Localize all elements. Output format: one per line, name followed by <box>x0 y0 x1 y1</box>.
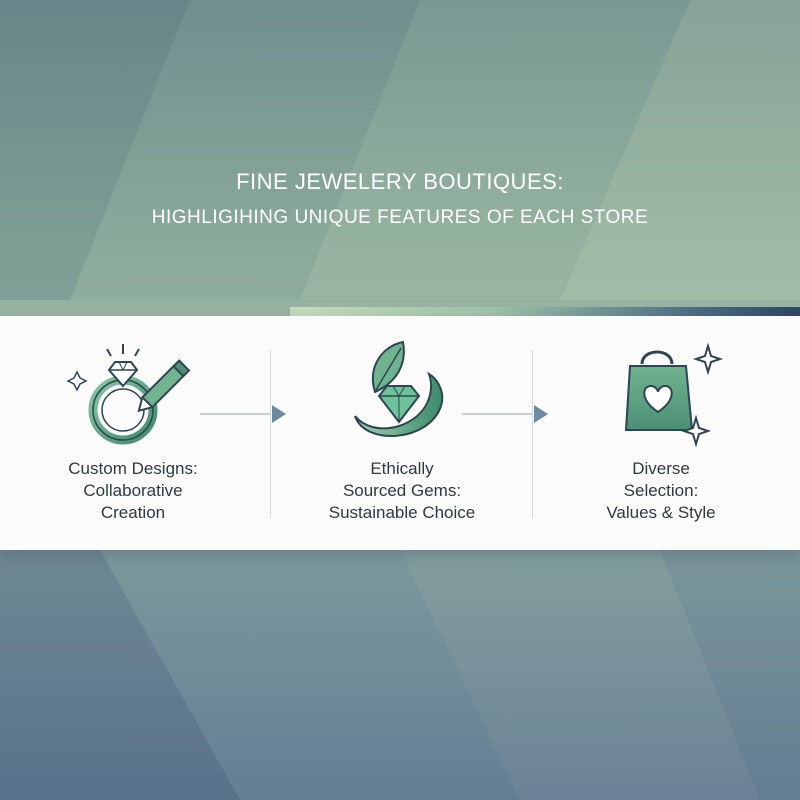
divider <box>270 350 271 518</box>
connector-line <box>200 413 270 415</box>
divider <box>532 350 533 518</box>
leaf-gem-icon <box>354 340 444 437</box>
feature-label: Diverse Selection: Values & Style <box>606 459 716 522</box>
page-title: FINE JEWELERY BOUTIQUES: <box>236 169 564 194</box>
feature-label: Ethically Sourced Gems: Sustainable Choi… <box>328 459 476 522</box>
ring-pencil-icon <box>66 344 191 445</box>
page-subtitle: HIGHLIGIHING UNIQUE FEATURES OF EACH STO… <box>151 207 649 228</box>
connector-line <box>462 413 532 415</box>
shopping-bag-heart-icon <box>624 342 724 448</box>
feature-ethical-gems: Ethically Sourced Gems: Sustainable Choi… <box>302 316 502 550</box>
feature-label: Custom Designs: Collaborative Creation <box>68 459 198 522</box>
arrow-right-icon <box>534 405 548 423</box>
title-block: FINE JEWELERY BOUTIQUES: HIGHLIGIHING UN… <box>0 168 800 231</box>
accent-bar <box>290 307 800 316</box>
arrow-right-icon <box>272 405 286 423</box>
feature-custom-designs: Custom Designs: Collaborative Creation <box>33 316 233 550</box>
feature-diverse-selection: Diverse Selection: Values & Style <box>561 316 761 550</box>
features-panel: Custom Designs: Collaborative Creation <box>0 316 800 550</box>
